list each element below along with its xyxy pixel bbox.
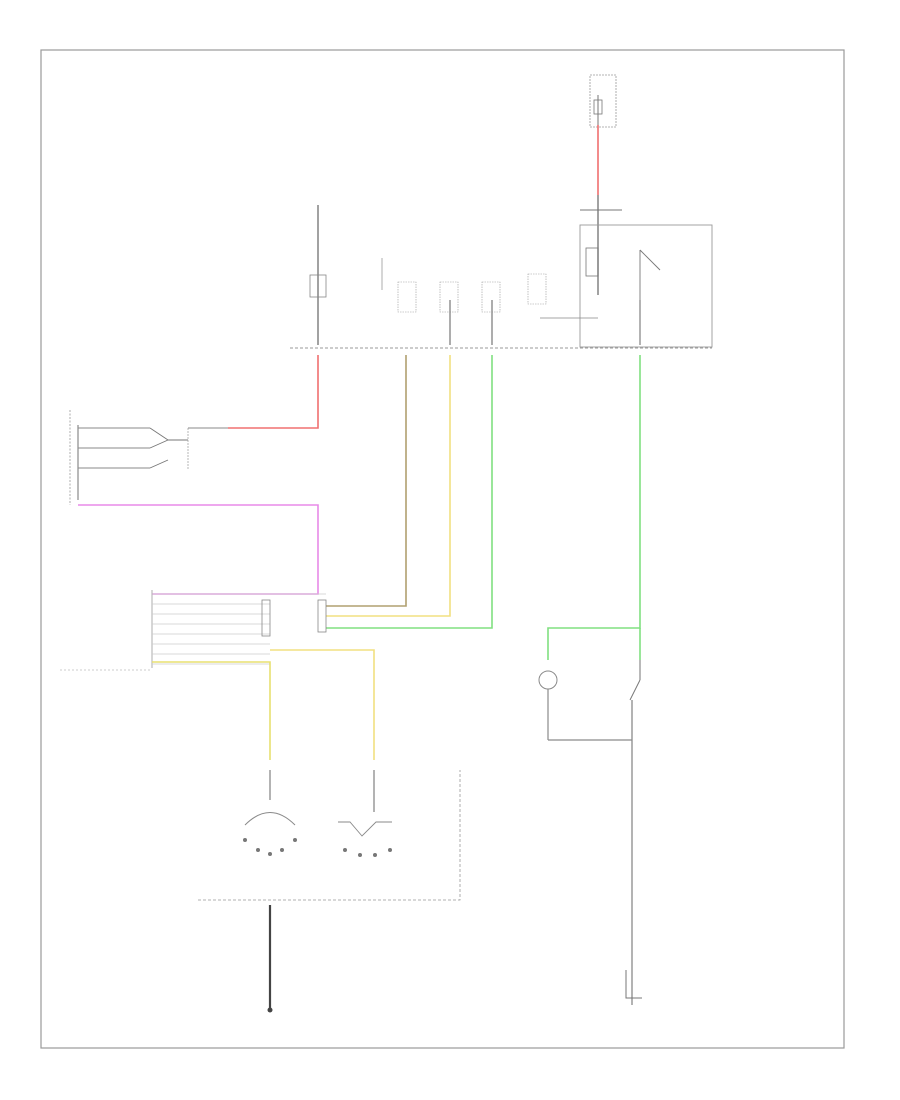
tcm-connector-block xyxy=(60,590,327,671)
wire-green-right xyxy=(547,355,641,660)
shift-switch-right xyxy=(338,770,392,857)
wire-yellow-light xyxy=(270,649,375,760)
relay-switch-box xyxy=(579,224,713,348)
wire-tan xyxy=(326,355,407,607)
shift-switch-left xyxy=(243,770,297,856)
diagram-frame xyxy=(40,49,845,1049)
wire-yellow xyxy=(326,355,451,617)
wire-pink xyxy=(78,504,319,595)
wire-red-to-switch xyxy=(228,355,319,429)
lamp-switch-right xyxy=(538,660,642,1005)
wire-yellow-bright xyxy=(152,661,271,760)
transmission-enclosure xyxy=(198,770,461,901)
ignition-feed xyxy=(309,205,327,345)
wire-green xyxy=(326,355,493,629)
ground-point-left xyxy=(267,1007,273,1013)
module-connectors xyxy=(381,258,598,345)
fuse-block-top xyxy=(589,74,617,128)
left-switch-cluster xyxy=(69,410,228,505)
